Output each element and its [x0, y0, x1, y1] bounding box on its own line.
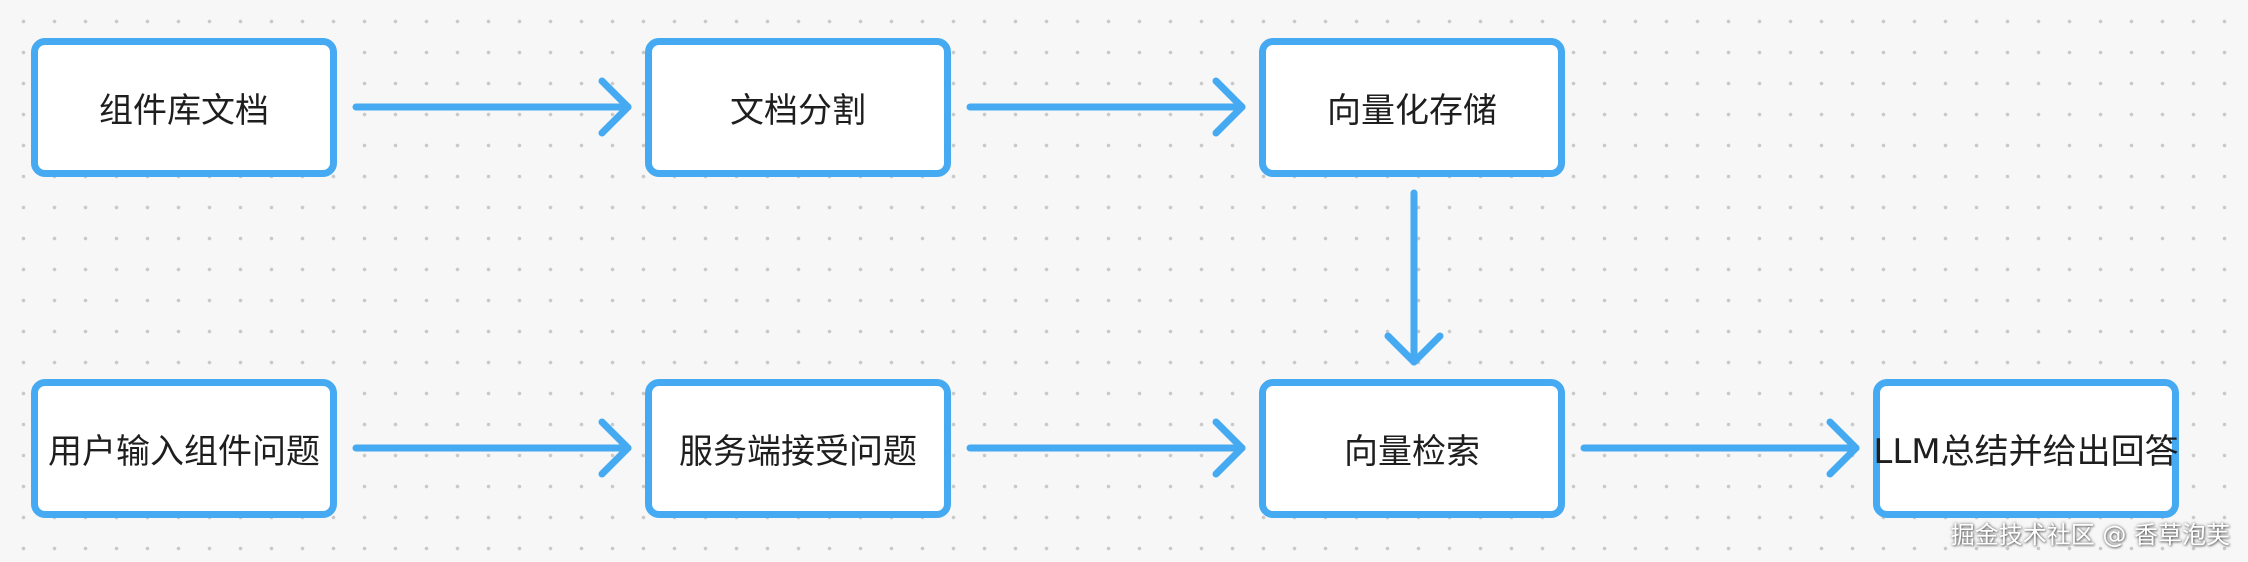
- node-label: 用户输入组件问题: [48, 432, 320, 472]
- node-component-docs[interactable]: 组件库文档: [31, 38, 337, 177]
- edge-docs-to-split[interactable]: [352, 77, 632, 137]
- edge-search-to-llm[interactable]: [1580, 418, 1860, 478]
- node-vector-search[interactable]: 向量检索: [1259, 379, 1565, 518]
- edge-vector-store-to-search[interactable]: [1384, 189, 1444, 366]
- node-llm-answer[interactable]: LLM总结并给出回答: [1873, 379, 2179, 518]
- node-user-question[interactable]: 用户输入组件问题: [31, 379, 337, 518]
- node-label: 文档分割: [730, 91, 866, 131]
- node-vector-store[interactable]: 向量化存储: [1259, 38, 1565, 177]
- edge-server-to-search[interactable]: [966, 418, 1246, 478]
- node-label: LLM总结并给出回答: [1873, 432, 2179, 472]
- node-label: 向量检索: [1344, 432, 1480, 472]
- watermark: 掘金技术社区 @ 香草泡芙: [1950, 521, 2230, 549]
- edge-question-to-server[interactable]: [352, 418, 632, 478]
- node-doc-split[interactable]: 文档分割: [645, 38, 951, 177]
- edge-split-to-vector-store[interactable]: [966, 77, 1246, 137]
- node-label: 组件库文档: [99, 91, 269, 131]
- node-label: 向量化存储: [1327, 91, 1497, 131]
- node-server-receive[interactable]: 服务端接受问题: [645, 379, 951, 518]
- node-label: 服务端接受问题: [679, 432, 917, 472]
